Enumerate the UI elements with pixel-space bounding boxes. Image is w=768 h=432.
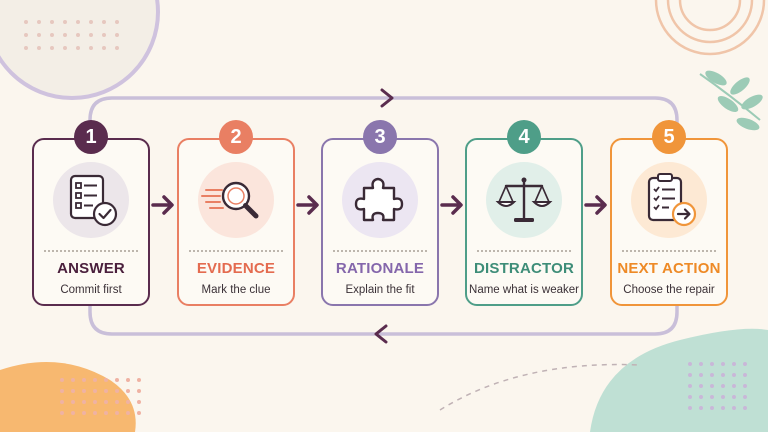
step-card-distractor: DISTRACTOR Name what is weaker: [465, 138, 583, 306]
loop-forward-chevron-icon: [380, 88, 394, 108]
step-card-answer: ANSWER Commit first: [32, 138, 150, 306]
step-title: ANSWER: [57, 260, 125, 277]
step-icon-background: [198, 162, 274, 238]
step-title: RATIONALE: [335, 260, 425, 277]
step-divider: [477, 250, 571, 252]
concentric-arcs: [654, 0, 766, 56]
step-divider: [622, 250, 716, 252]
step-subtitle: Name what is weaker: [469, 284, 579, 296]
leaf-sprig-icon: [699, 70, 763, 131]
step-divider: [333, 250, 427, 252]
step-icon-background: [631, 162, 707, 238]
step-number-badge: 1: [74, 120, 108, 154]
step-number-badge: 3: [363, 120, 397, 154]
flow-arrow-2-3: [296, 195, 319, 215]
step-title: EVIDENCE: [196, 260, 276, 277]
step-divider: [44, 250, 138, 252]
step-number-badge: 2: [219, 120, 253, 154]
bottom-left-blob: [0, 362, 136, 432]
flow-arrow-4-5: [584, 195, 607, 215]
dot-grid-top-left: [24, 20, 119, 50]
step-icon-background: [53, 162, 129, 238]
step-card-rationale: RATIONALE Explain the fit: [321, 138, 439, 306]
step-subtitle: Choose the repair: [623, 284, 715, 296]
loop-return-chevron-icon: [374, 324, 388, 344]
flow-arrow-3-4: [440, 195, 463, 215]
step-card-evidence: EVIDENCE Mark the clue: [177, 138, 295, 306]
dot-grid-bottom-left: [60, 378, 141, 415]
clipboard-arrow-icon: [647, 173, 697, 227]
bottom-right-blob: [590, 328, 768, 432]
step-number-badge: 5: [652, 120, 686, 154]
step-divider: [189, 250, 283, 252]
step-subtitle: Mark the clue: [201, 284, 271, 296]
step-icon-background: [486, 162, 562, 238]
flow-arrow-1-2: [151, 195, 174, 215]
step-icon-background: [342, 162, 418, 238]
step-title: DISTRACTOR: [473, 260, 575, 277]
checklist-check-icon: [69, 174, 118, 227]
dashed-curve: [439, 363, 641, 411]
step-subtitle: Explain the fit: [345, 284, 415, 296]
loop-top-line: [88, 96, 679, 138]
loop-bottom-line: [88, 306, 679, 336]
balance-scale-icon: [495, 177, 553, 222]
step-subtitle: Commit first: [60, 284, 122, 296]
dot-grid-bottom-right: [688, 362, 747, 410]
step-title: NEXT ACTION: [617, 260, 721, 277]
magnifier-icon: [201, 181, 259, 219]
step-number-badge: 4: [507, 120, 541, 154]
puzzle-piece-icon: [354, 177, 404, 222]
step-card-next-action: NEXT ACTION Choose the repair: [610, 138, 728, 306]
